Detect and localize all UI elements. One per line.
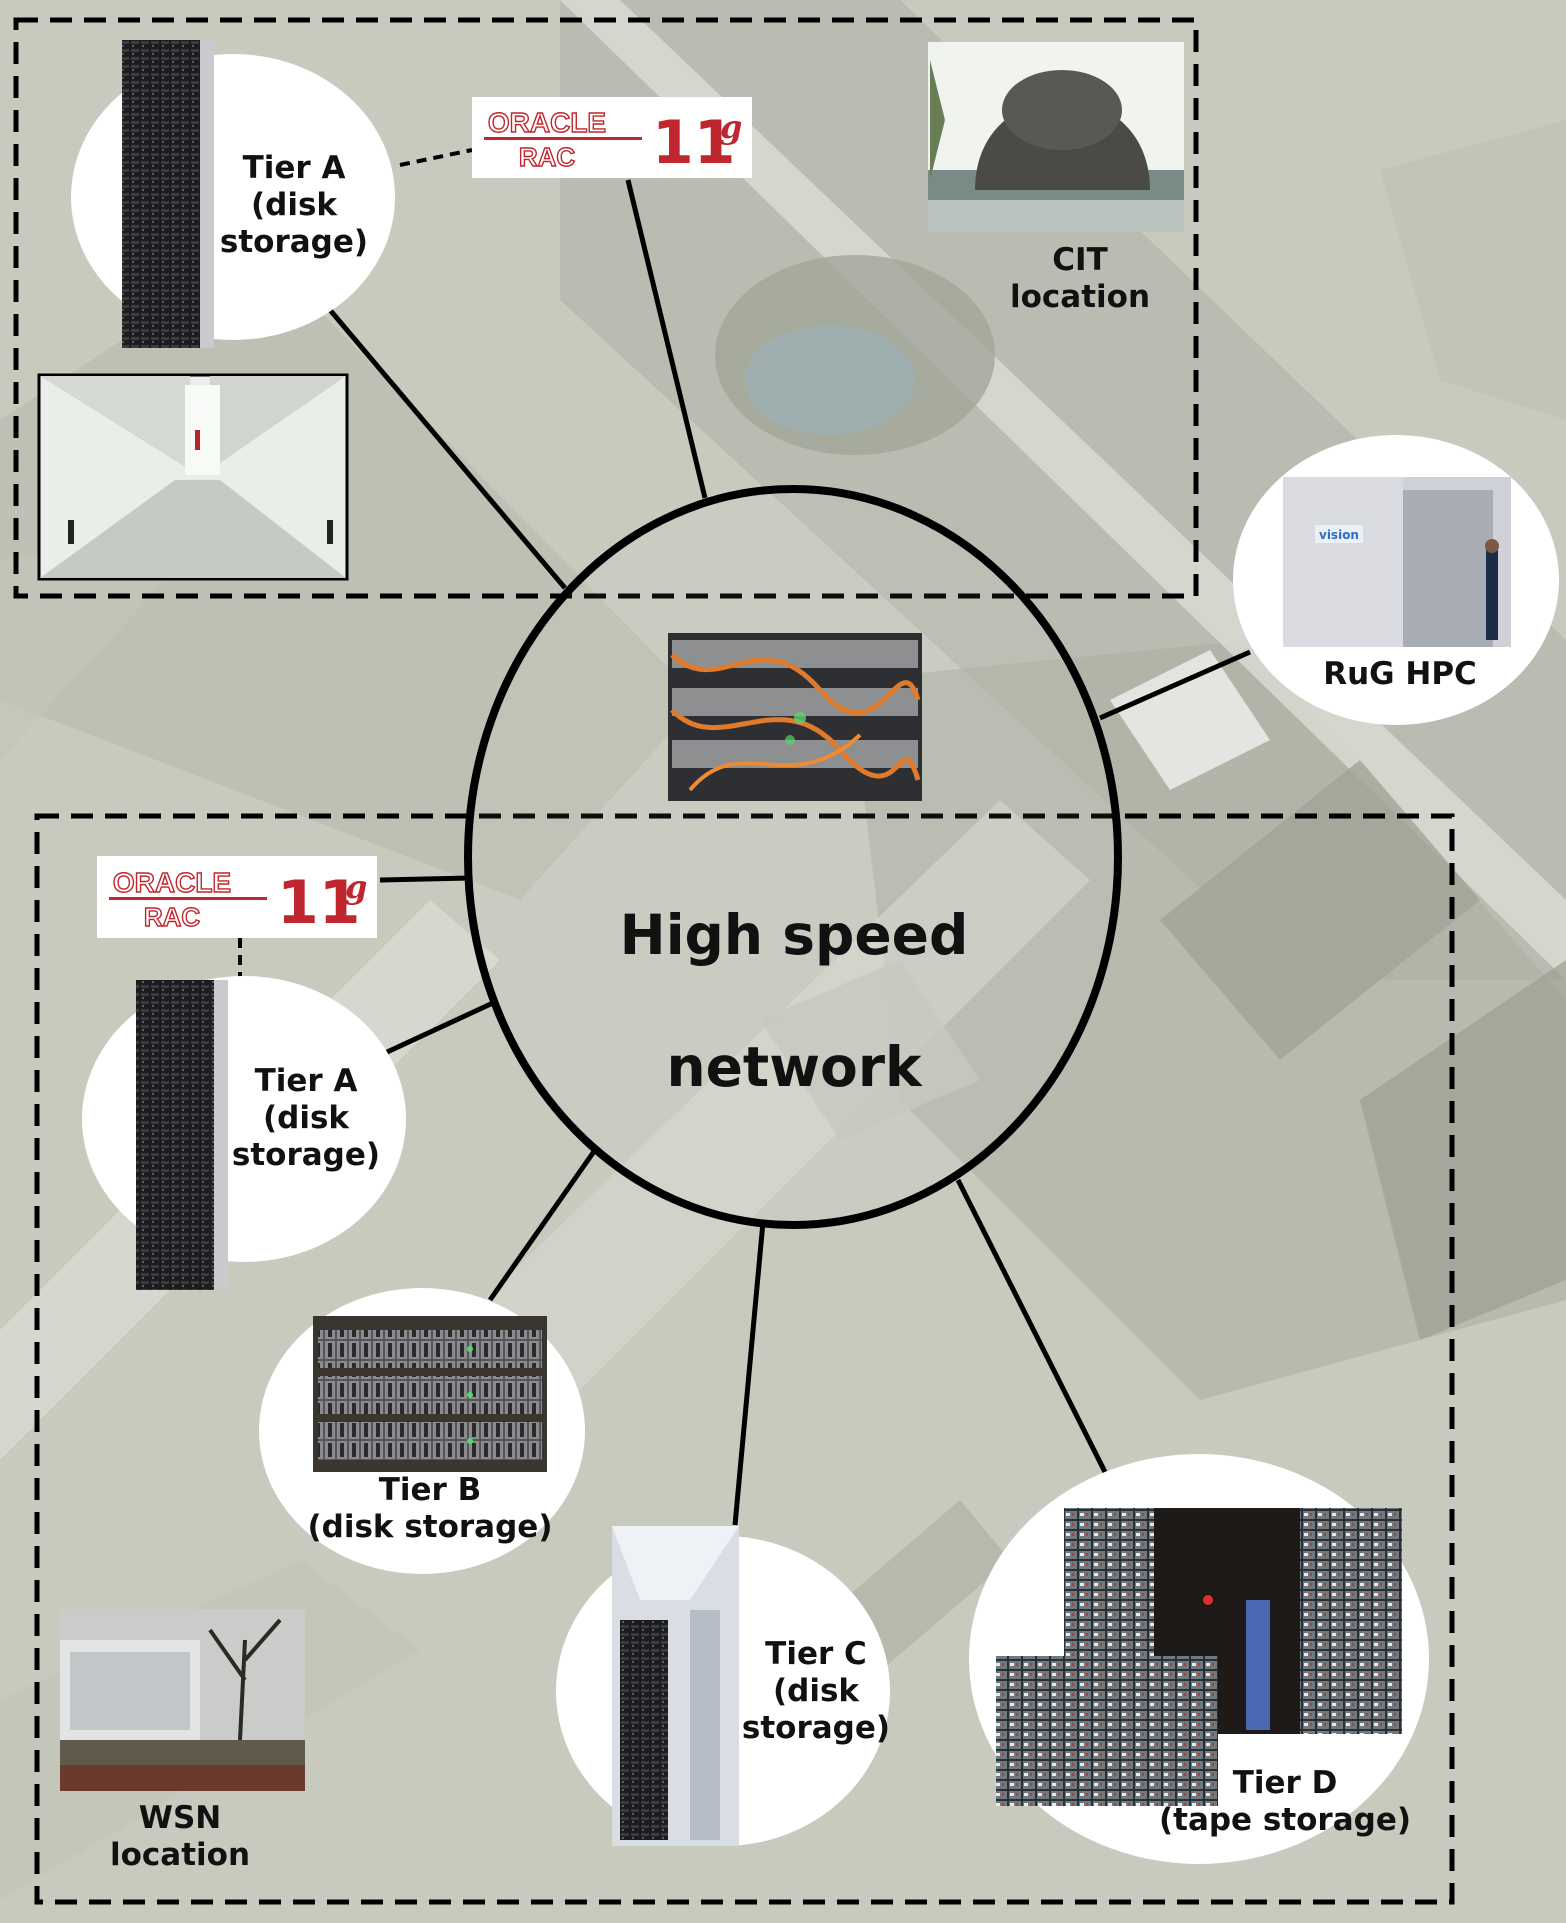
cit-datacenter-corridor-photo — [37, 373, 349, 581]
cit-location-box — [13, 17, 1199, 599]
rug-hpc-label: RuG HPC — [1323, 656, 1477, 692]
connection-tier-d — [955, 1178, 1108, 1474]
wsn-location-label: WSN location — [109, 1800, 251, 1874]
rug-hpc-cluster-photo: vision — [1283, 477, 1511, 647]
connection-tier-b — [487, 1148, 598, 1302]
network-switch-photo — [668, 633, 922, 801]
cit-tier-a-label: Tier A (disk storage) — [219, 150, 369, 261]
hub-title: High speed network — [590, 836, 998, 1166]
connection-wsn-tier-a — [383, 999, 497, 1056]
svg-text:11: 11 — [277, 868, 361, 938]
connection-cit-tier-a — [328, 308, 567, 590]
svg-text:vision: vision — [1319, 528, 1359, 542]
svg-text:RAC: RAC — [144, 902, 201, 932]
high-speed-network-hub — [464, 485, 1122, 1229]
hub-title-line2: network — [666, 1035, 922, 1099]
svg-text:g: g — [720, 108, 742, 146]
tier-d-tape-library-photo — [996, 1508, 1402, 1806]
tier-b-server-photo — [313, 1316, 547, 1472]
connection-rug-hpc — [1098, 649, 1252, 721]
tier-c-datacenter-photo — [612, 1526, 739, 1846]
connections — [328, 179, 1252, 1526]
svg-text:g: g — [345, 868, 367, 906]
connection-cit-oracle — [625, 179, 708, 499]
cit-oracle-rac-logo: ORACLE RAC 11 g — [472, 97, 752, 178]
svg-text:RAC: RAC — [519, 142, 576, 172]
svg-text:ORACLE: ORACLE — [488, 107, 606, 138]
svg-text:ORACLE: ORACLE — [113, 867, 231, 898]
hub-title-line1: High speed — [619, 903, 969, 967]
wsn-tier-a-label: Tier A (disk storage) — [231, 1063, 381, 1174]
cit-location-label: CIT location — [1009, 242, 1151, 316]
tier-d-label: Tier D (tape storage) — [1158, 1765, 1412, 1839]
cit-server-rack-photo — [122, 40, 214, 348]
wsn-location-box — [34, 813, 1455, 1905]
wsn-building-photo — [60, 1609, 305, 1791]
tier-b-label: Tier B (disk storage) — [307, 1472, 553, 1546]
wsn-server-rack-photo — [136, 980, 228, 1290]
cit-oracle-dotted-link — [399, 148, 473, 167]
connection-tier-c — [732, 1221, 766, 1526]
connection-wsn-oracle — [379, 875, 471, 883]
svg-text:11: 11 — [652, 108, 736, 178]
wsn-oracle-rac-logo: ORACLE RAC 11 g — [97, 856, 377, 938]
cit-building-photo — [928, 42, 1184, 232]
tier-c-label: Tier C (disk storage) — [741, 1636, 891, 1747]
